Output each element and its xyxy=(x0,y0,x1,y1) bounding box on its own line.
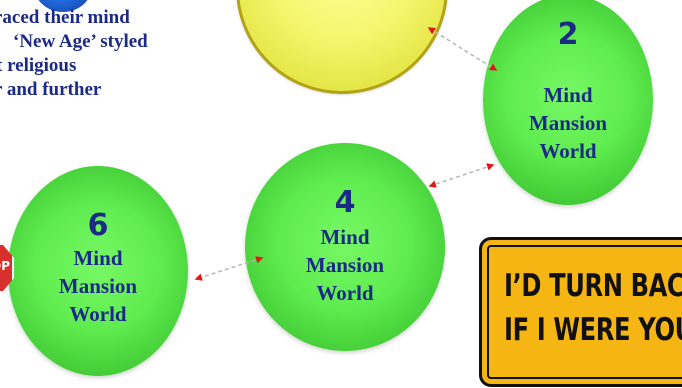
node-label-line: Mind xyxy=(483,81,653,109)
node-number: 2 xyxy=(483,17,653,52)
node-4-mind-mansion-world: 4 Mind Mansion World xyxy=(245,143,445,351)
warning-sign-line-1: I’D TURN BACK xyxy=(504,268,682,304)
node-6-mind-mansion-world: 6 Mind Mansion World xyxy=(8,166,188,376)
node-label-line: World xyxy=(483,137,653,165)
intro-line-2: ‘New Age’ styled xyxy=(0,30,224,54)
node-label-line: Mansion xyxy=(8,272,188,300)
node-number: 6 xyxy=(8,208,188,243)
intro-text: raced their mind ‘New Age’ styled t reli… xyxy=(0,6,224,102)
node-label-line: Mind xyxy=(8,244,188,272)
node-label: Mind Mansion World xyxy=(483,81,653,165)
stop-sign-text: OP xyxy=(0,259,10,273)
yellow-circle-node xyxy=(236,0,448,94)
node-2-mind-mansion-world: 2 Mind Mansion World xyxy=(483,0,653,205)
node-label-line: Mind xyxy=(245,223,445,251)
warning-sign-line-2: IF I WERE YOU! xyxy=(504,312,682,348)
node-label-line: World xyxy=(245,279,445,307)
node-number: 4 xyxy=(245,185,445,220)
node-label-line: World xyxy=(8,300,188,328)
node-label: Mind Mansion World xyxy=(8,244,188,328)
intro-line-1: raced their mind xyxy=(0,6,224,30)
node-label: Mind Mansion World xyxy=(245,223,445,307)
node-label-line: Mansion xyxy=(245,251,445,279)
warning-sign: I’D TURN BACK IF I WERE YOU! xyxy=(479,237,682,387)
arrow-node-2-to-node-4 xyxy=(430,165,493,186)
node-label-line: Mansion xyxy=(483,109,653,137)
intro-line-3: t religious xyxy=(0,54,224,78)
intro-line-4: r and further xyxy=(0,78,224,102)
